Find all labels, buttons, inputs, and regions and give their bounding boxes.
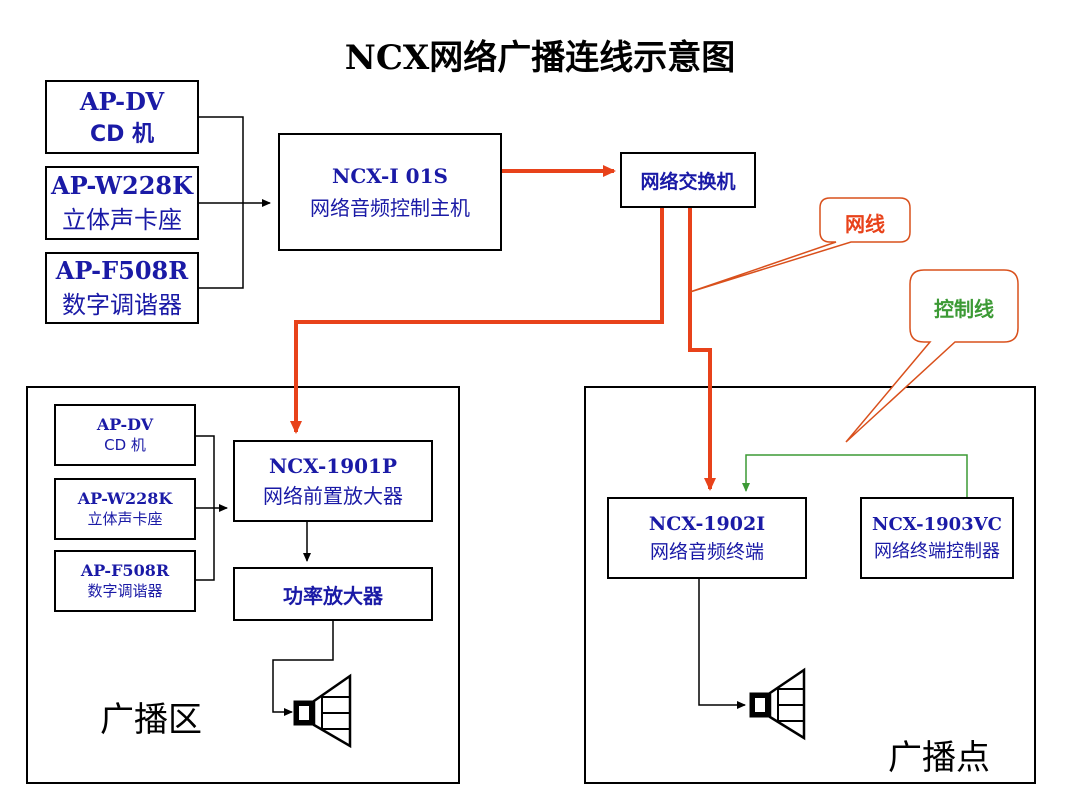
preamp-model: NCX-1901P	[268, 453, 397, 478]
zone-source-box-cd: AP-DV CD 机	[54, 404, 196, 466]
control-cable-label: 控制线	[934, 297, 994, 321]
power-amp-name: 功率放大器	[283, 583, 383, 608]
source-name: CD 机	[89, 121, 155, 147]
zone-broadcast-point-label: 广播点	[888, 738, 990, 778]
network-cable-label: 网线	[845, 212, 885, 236]
source-model: AP-F508R	[80, 561, 170, 580]
controller-to-terminal-line	[742, 454, 968, 497]
source-model: AP-DV	[96, 415, 154, 434]
top-sources-connector	[199, 116, 271, 289]
zone-source-box-tuner: AP-F508R 数字调谐器	[54, 550, 196, 612]
controller-model: NCX-1903VC	[872, 513, 1002, 535]
source-name: 立体声卡座	[87, 510, 163, 528]
source-name: 数字调谐器	[62, 291, 182, 319]
switch-name: 网络交换机	[640, 170, 736, 193]
controller-box: NCX-1903VC 网络终端控制器	[860, 497, 1014, 579]
diagram-title: NCX网络广播连线示意图	[344, 38, 736, 78]
zone-source-box-cassette: AP-W228K 立体声卡座	[54, 478, 196, 540]
preamp-box: NCX-1901P 网络前置放大器	[233, 440, 433, 522]
source-model: AP-W228K	[51, 171, 193, 200]
speaker-icon	[749, 667, 806, 741]
network-cable-callout	[689, 197, 911, 293]
control-cable-callout	[845, 269, 1019, 443]
terminal-model: NCX-1902I	[648, 512, 766, 535]
preamp-name: 网络前置放大器	[263, 483, 403, 508]
source-box-cassette: AP-W228K 立体声卡座	[45, 166, 199, 240]
source-model: AP-W228K	[77, 489, 173, 508]
source-box-tuner: AP-F508R 数字调谐器	[45, 252, 199, 324]
source-model: AP-F508R	[55, 256, 189, 285]
terminal-to-speaker-line	[698, 579, 746, 709]
source-name: 立体声卡座	[62, 206, 182, 234]
power-amp-box: 功率放大器	[233, 567, 433, 621]
host-model: NCX-I 01S	[332, 163, 448, 188]
zone-broadcast-area-label: 广播区	[100, 700, 202, 740]
switch-to-terminal-line	[688, 208, 716, 491]
switch-to-preamp-line	[290, 208, 664, 434]
zone-broadcast-point	[584, 386, 1036, 784]
speaker-icon	[293, 673, 352, 749]
controller-name: 网络终端控制器	[874, 540, 1000, 562]
source-name: 数字调谐器	[87, 582, 163, 600]
zone-broadcast-area	[26, 386, 460, 784]
amp-to-speaker-line	[272, 621, 334, 716]
zone-sources-connector	[196, 435, 228, 581]
terminal-box: NCX-1902I 网络音频终端	[607, 497, 807, 579]
source-model: AP-DV	[79, 86, 165, 116]
switch-box: 网络交换机	[620, 152, 756, 208]
source-box-cd: AP-DV CD 机	[45, 80, 199, 154]
host-box: NCX-I 01S 网络音频控制主机	[278, 133, 502, 251]
source-name: CD 机	[104, 436, 146, 454]
terminal-name: 网络音频终端	[649, 540, 764, 563]
host-name: 网络音频控制主机	[310, 195, 470, 220]
